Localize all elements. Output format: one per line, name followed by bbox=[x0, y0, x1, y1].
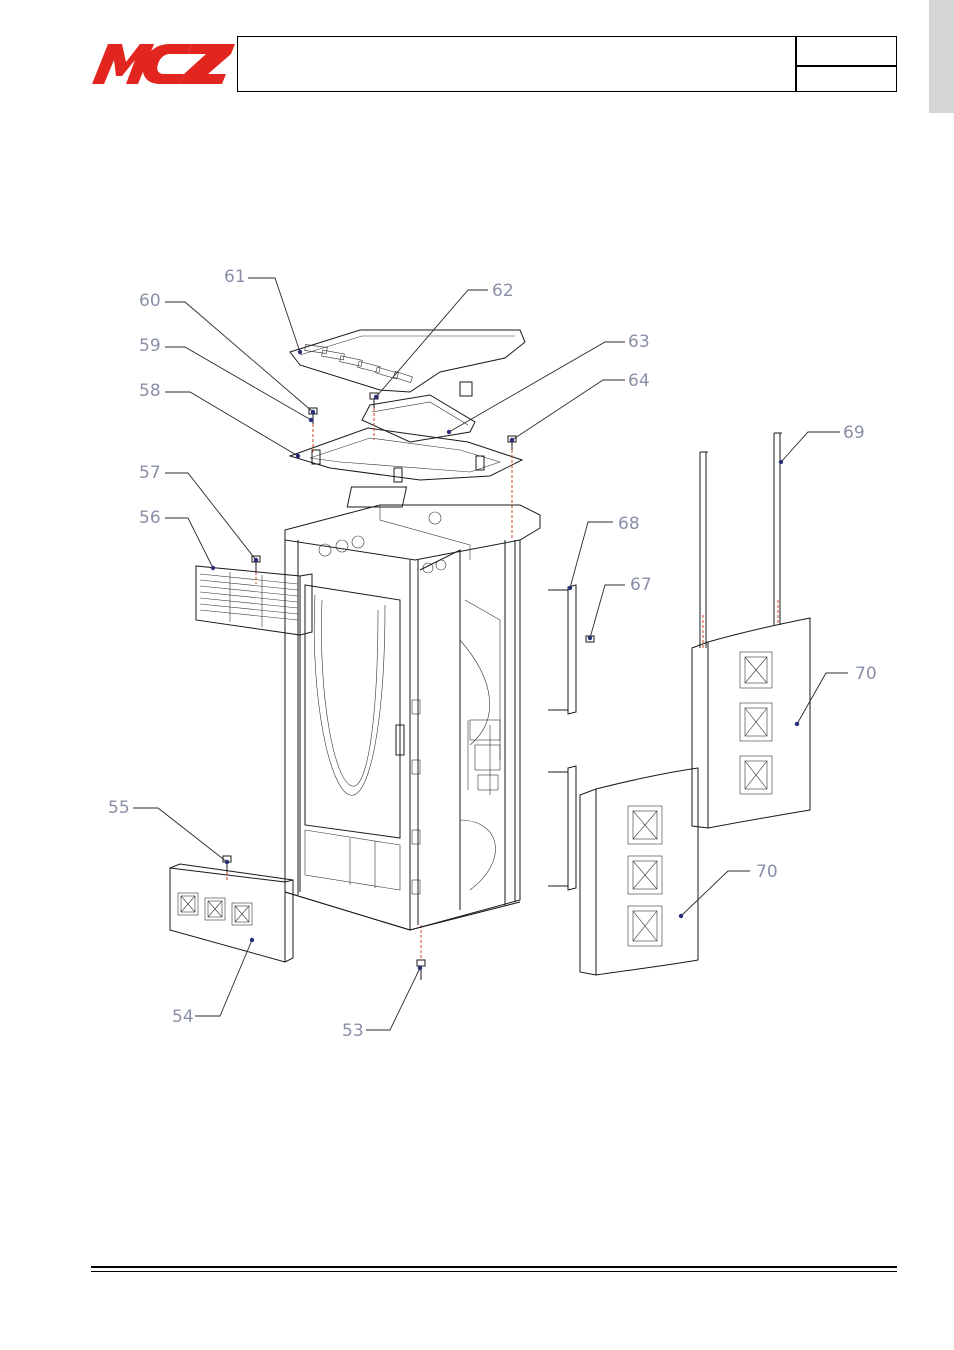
callout-55: 55 bbox=[108, 798, 130, 818]
callout-64: 64 bbox=[628, 371, 650, 391]
mcz-logo bbox=[92, 40, 235, 86]
callout-70-lower: 70 bbox=[756, 862, 778, 882]
callout-67: 67 bbox=[630, 575, 652, 595]
part-side-panel-upper bbox=[691, 617, 811, 829]
callout-63: 63 bbox=[628, 332, 650, 352]
part-screws bbox=[222, 392, 595, 980]
part-rods bbox=[699, 432, 782, 648]
footer-rule bbox=[91, 1266, 897, 1268]
callout-58: 58 bbox=[139, 381, 161, 401]
part-top-frame bbox=[288, 427, 524, 483]
part-stove-body bbox=[284, 486, 541, 931]
header-title-box bbox=[237, 36, 897, 92]
callout-53: 53 bbox=[342, 1021, 364, 1041]
callout-labels: 61 60 59 58 62 63 64 57 56 68 67 69 70 7… bbox=[108, 267, 877, 1041]
mcz-logo-graphic bbox=[92, 44, 235, 84]
callout-56: 56 bbox=[139, 508, 161, 528]
callout-54: 54 bbox=[172, 1007, 194, 1027]
part-control-plate bbox=[361, 394, 476, 443]
callout-69: 69 bbox=[843, 423, 865, 443]
callout-62: 62 bbox=[492, 281, 514, 301]
part-front-grille bbox=[195, 565, 313, 636]
assembly-axis-lines bbox=[226, 408, 779, 958]
language-side-tab bbox=[929, 0, 954, 113]
callout-57: 57 bbox=[139, 463, 161, 483]
part-side-brackets bbox=[548, 584, 577, 891]
callout-60: 60 bbox=[139, 291, 161, 311]
footer-rule bbox=[91, 1271, 897, 1272]
part-lower-front-panel bbox=[169, 863, 294, 963]
part-side-panel-lower bbox=[579, 767, 699, 976]
callout-59: 59 bbox=[139, 336, 161, 356]
callout-68: 68 bbox=[618, 514, 640, 534]
part-top-cover bbox=[289, 329, 526, 397]
callout-61: 61 bbox=[224, 267, 246, 287]
header-divider bbox=[795, 65, 897, 67]
header-divider bbox=[795, 36, 797, 92]
callout-leaders bbox=[133, 277, 848, 1031]
callout-70-upper: 70 bbox=[855, 664, 877, 684]
